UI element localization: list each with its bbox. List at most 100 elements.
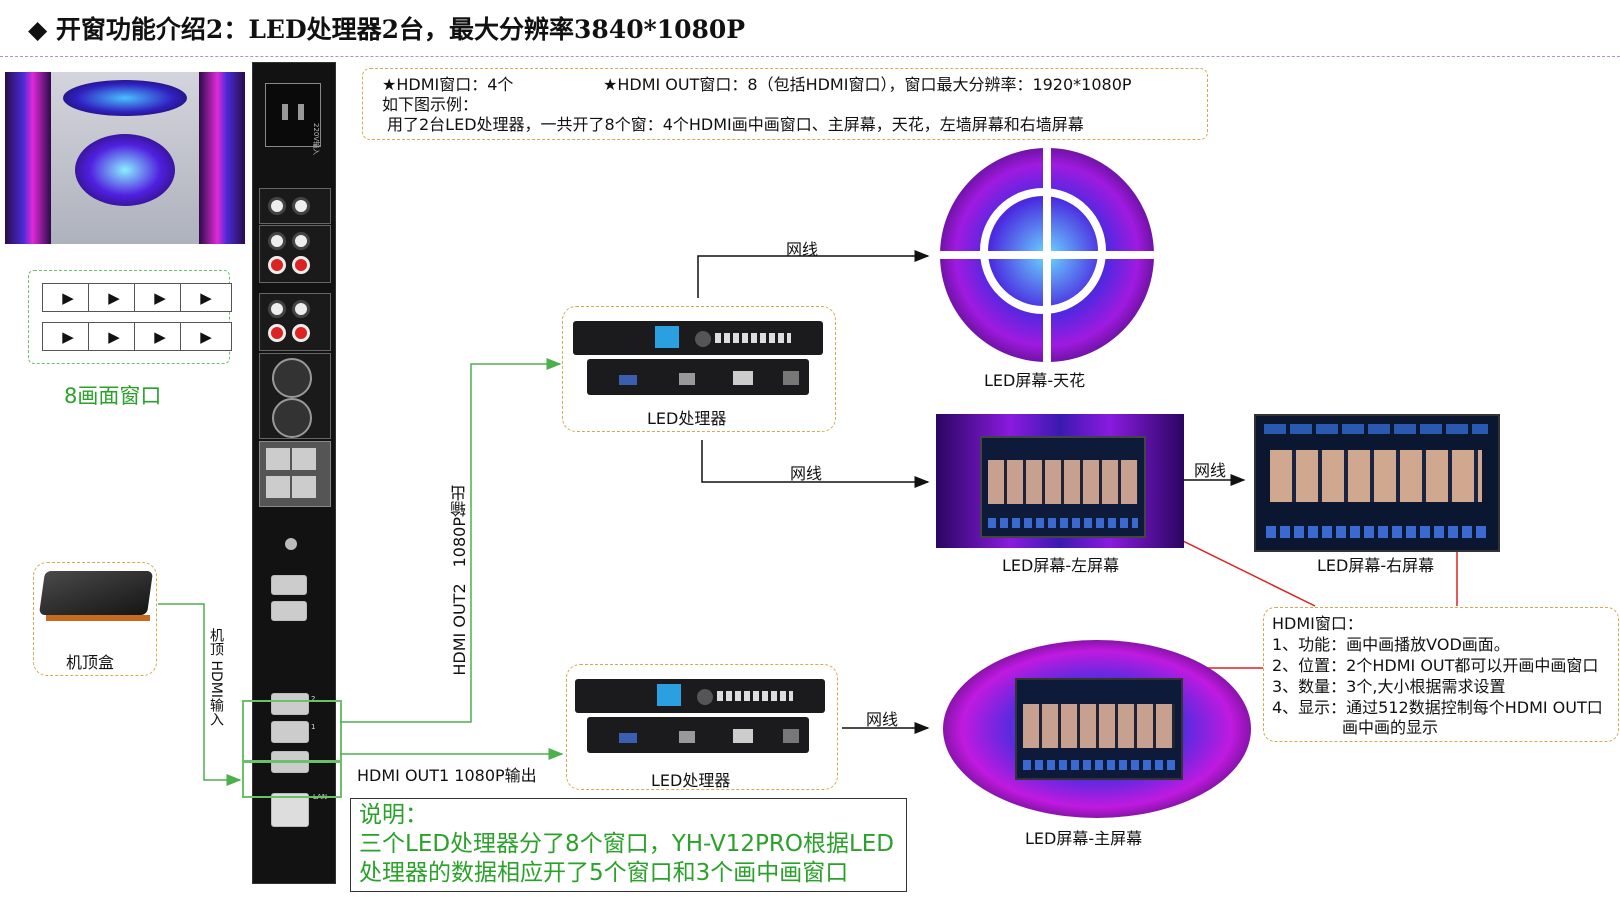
- processor-rear-panel: [587, 359, 809, 395]
- info-hdmi-out-windows: ★HDMI OUT窗口：8（包括HDMI窗口），窗口最大分辨率：1920*108…: [603, 75, 1132, 94]
- note-heading: 说明：: [359, 802, 428, 828]
- rca-white-icon: [268, 232, 286, 250]
- cable-label-left-wall: 网线: [790, 464, 823, 483]
- page-title: ◆ 开窗功能介绍2：LED处理器2台，最大分辨率3840*1080P: [28, 15, 746, 44]
- cable-label-main: 网线: [866, 710, 899, 729]
- hdmi-in-highlight: [242, 761, 342, 798]
- karaoke-ui-preview: [980, 436, 1146, 538]
- main-led-screen: [943, 640, 1251, 818]
- xlr-icon: [272, 358, 312, 398]
- processor-lcd-screen: [657, 684, 681, 706]
- processor-bottom-label: LED处理器: [651, 771, 731, 790]
- rca-red-icon: [292, 324, 310, 342]
- hdmi-callout-line-1: 1、功能：画中画播放VOD画面。: [1272, 635, 1510, 654]
- info-example-intro: 如下图示例：: [382, 95, 479, 114]
- title-divider: [0, 56, 1620, 57]
- settop-hdmi-input-label: 机顶 HDMI输入: [208, 628, 224, 726]
- hdmi-out-1-port: [271, 721, 309, 743]
- room-left-wall-screen: [5, 72, 51, 244]
- settop-box-accent: [46, 615, 150, 621]
- settop-box-frame: 机顶盒: [33, 562, 157, 676]
- processor-front-panel: [575, 679, 825, 713]
- hdmi-callout-line-4: 4、显示：通过512数据控制每个HDMI OUT口: [1272, 698, 1603, 717]
- play-icon: ▶: [88, 322, 140, 351]
- settop-box-label: 机顶盒: [66, 653, 115, 672]
- hdmi-callout-line-3: 3、数量：3个,大小根据需求设置: [1272, 677, 1506, 696]
- reset-button[interactable]: [285, 538, 297, 550]
- processor-knob-icon: [697, 689, 713, 705]
- info-box: ★HDMI窗口：4个 ★HDMI OUT窗口：8（包括HDMI窗口），窗口最大分…: [362, 68, 1208, 140]
- play-icon: ▶: [42, 322, 94, 351]
- ceiling-screen-label: LED屏幕-天花: [984, 371, 1086, 390]
- hdmi-callout-line-2: 2、位置：2个HDMI OUT都可以开画中画窗口: [1272, 656, 1599, 675]
- xlr-icon: [272, 398, 312, 438]
- rca-white-icon: [292, 197, 310, 215]
- rca-white-icon: [292, 232, 310, 250]
- rca-red-icon: [268, 256, 286, 274]
- play-icon: ▶: [180, 322, 232, 351]
- karaoke-ui-preview: [1015, 678, 1183, 780]
- left-wall-led-screen: [936, 414, 1184, 548]
- hdmi-callout-heading: HDMI窗口：: [1272, 614, 1363, 633]
- processor-front-panel: [573, 321, 823, 355]
- right-wall-screen-label: LED屏幕-右屏幕: [1317, 556, 1435, 575]
- hdmi-out-1-number: 1: [311, 723, 316, 731]
- hdmi-out-2-number: 2: [311, 695, 316, 703]
- room-right-wall-screen: [199, 72, 245, 244]
- rca-white-icon: [268, 300, 286, 318]
- play-icon: ▶: [134, 322, 186, 351]
- hdmi-out-2-port: [271, 693, 309, 715]
- led-processor-bottom: LED处理器: [566, 664, 838, 790]
- room-ceiling-screen: [63, 80, 187, 116]
- cable-label-ceiling: 网线: [786, 240, 819, 259]
- dj-io-panel: [259, 293, 331, 351]
- hdmi-callout-line-5: 画中画的显示: [1342, 718, 1439, 737]
- hdmi-out1-label: HDMI OUT1 1080P输出: [357, 766, 537, 785]
- rca-white-icon: [292, 300, 310, 318]
- play-icon: ▶: [88, 283, 140, 312]
- proc-top-to-ceiling-line: [697, 250, 930, 298]
- usb2-port: [271, 601, 307, 621]
- processor-button-row: [717, 691, 793, 701]
- settop-to-hdmi-in-line: [158, 603, 242, 786]
- main-screen-label: LED屏幕-主屏幕: [1025, 829, 1143, 848]
- left-wall-screen-label: LED屏幕-左屏幕: [1002, 556, 1120, 575]
- eight-window-grid: ▶ ▶ ▶ ▶ ▶ ▶ ▶ ▶: [28, 270, 232, 364]
- processor-rear-panel: [587, 717, 809, 753]
- usb-port: [271, 575, 307, 595]
- proc-top-to-left-wall-line: [701, 440, 930, 488]
- note-line-1: 三个LED处理器分了8个窗口，YH-V12PRO根据LED: [359, 831, 894, 857]
- mic-xlr-panel: [259, 353, 331, 439]
- ceiling-led-screen: [940, 148, 1154, 362]
- info-example-text: 用了2台LED处理器，一共开了8个窗：4个HDMI画中画窗口、主屏幕，天花，左墙…: [387, 115, 1084, 134]
- hdmi-window-callout: HDMI窗口： 1、功能：画中画播放VOD画面。 2、位置：2个HDMI OUT…: [1263, 607, 1619, 742]
- rca-white-icon: [268, 197, 286, 215]
- rca-red-icon: [268, 324, 286, 342]
- hdmi-out2-line: [340, 358, 562, 723]
- play-icon: ▶: [42, 283, 94, 312]
- vod-io-panel: [259, 225, 331, 283]
- room-main-screen: [75, 134, 175, 206]
- cable-label-right-wall: 网线: [1194, 461, 1227, 480]
- hdmi-out2-label: HDMI OUT2 1080P输出: [450, 485, 469, 676]
- yh-v12pro-rack-panel: 220V输入 2 1 LAN: [252, 62, 336, 884]
- room-render-image: [5, 72, 245, 244]
- info-hdmi-windows: ★HDMI窗口：4个: [382, 75, 514, 94]
- audio-out-panel: [259, 188, 331, 224]
- power-socket-icon: [265, 83, 321, 147]
- rca-red-icon: [292, 256, 310, 274]
- eight-window-label: 8画面窗口: [64, 384, 162, 408]
- processor-knob-icon: [695, 331, 711, 347]
- processor-lcd-screen: [655, 326, 679, 348]
- note-line-2: 处理器的数据相应开了5个窗口和3个画中画窗口: [359, 860, 849, 886]
- play-icon: ▶: [180, 283, 232, 312]
- processor-button-row: [715, 333, 791, 343]
- processor-top-label: LED处理器: [647, 409, 727, 428]
- play-icon: ▶: [134, 283, 186, 312]
- led-processor-top: LED处理器: [562, 306, 836, 432]
- lan-port: [271, 793, 309, 827]
- rs485-dmx-panel: [259, 441, 331, 507]
- note-box: 说明： 三个LED处理器分了8个窗口，YH-V12PRO根据LED 处理器的数据…: [350, 798, 907, 892]
- right-wall-led-screen: [1254, 414, 1500, 552]
